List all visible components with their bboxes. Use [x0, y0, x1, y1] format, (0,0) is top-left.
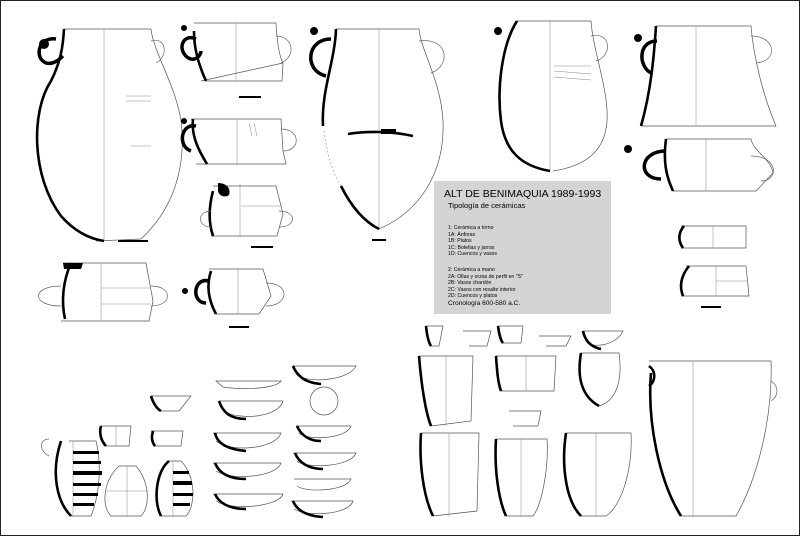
hand-made-vessels [417, 325, 778, 517]
legend-item: 2D: Cuencos y platos [448, 293, 498, 300]
bottle-painted [155, 459, 194, 517]
legend-item: 2A: Ollas y orzas de perfil en "S" [448, 273, 523, 280]
jug-2 [180, 118, 297, 165]
bottle-1 [104, 465, 149, 517]
panel-subtitle: Tipología de cerámicas [448, 201, 526, 210]
jug-3 [182, 268, 285, 328]
hand-ceramics-list: 2: Cerámica a mano 2A: Ollas y orzas de … [448, 267, 523, 300]
legend-item: 1B: Platos [448, 238, 472, 245]
legend-item: 1C: Botellas y jarras [448, 244, 495, 251]
legend-panel: ALT DE BENIMAQUIA 1989-1993 Tipología de… [434, 181, 611, 314]
legend-item: 2B: Vasos chardón [448, 280, 492, 287]
jug-painted [41, 438, 102, 517]
jug-4 [634, 25, 777, 127]
cup-3 [679, 265, 750, 308]
vessel-1 [494, 20, 608, 173]
amphora-1 [35, 28, 183, 243]
legend-item: 2: Cerámica a mano [448, 267, 495, 273]
legend-item: 1: Cerámica a torno [448, 225, 494, 231]
jug-1 [180, 22, 292, 98]
amphora-2 [309, 27, 445, 241]
bowls [213, 365, 357, 519]
legend-item: 1A: Ánforas [448, 231, 476, 238]
legend-item: 2C: Vasos con resalte interior [448, 286, 516, 293]
chronology-label: Cronología 600-580 a.C. [448, 300, 521, 307]
cup-1 [200, 183, 293, 248]
pot-1 [38, 262, 168, 322]
panel-title: ALT DE BENIMAQUIA 1989-1993 [444, 188, 602, 200]
legend-item: 1D: Cuencos y vasos [448, 251, 498, 258]
cup-2 [678, 225, 747, 249]
jug-5 [624, 138, 774, 192]
small-cups-left [98, 395, 192, 447]
wheel-ceramics-list: 1: Cerámica a torno 1A: Ánforas 1B: Plat… [448, 225, 497, 258]
